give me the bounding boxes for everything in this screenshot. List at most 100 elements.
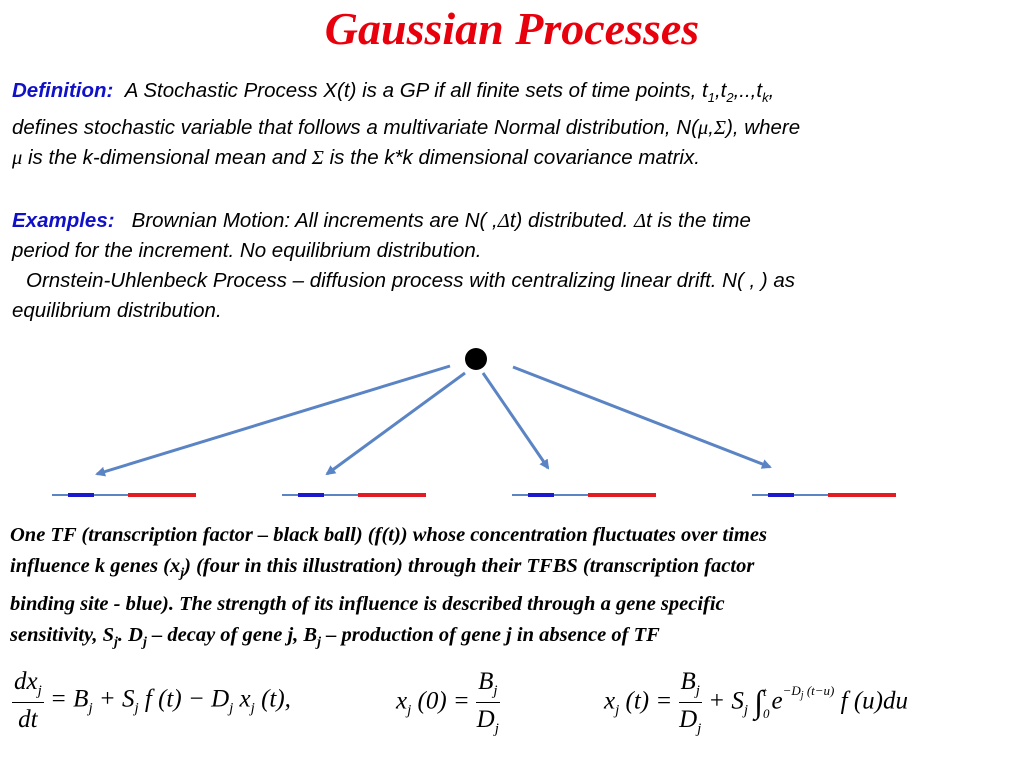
eq-text: e	[771, 687, 783, 715]
sigma-symbol: Σ	[713, 117, 727, 140]
examples-text: t) distributed.	[509, 209, 635, 232]
caption-line-3: binding site - blue). The strength of it…	[10, 593, 725, 616]
eq-subscript: j	[37, 683, 42, 699]
fraction-numerator: Bj	[476, 668, 500, 703]
eq-text: x	[396, 687, 408, 715]
eq-subscript: j	[494, 721, 499, 737]
eq-text: dx	[14, 668, 38, 695]
arrow-to-gene-1	[95, 364, 451, 477]
definition-comma: ,	[768, 79, 775, 102]
caption-subscript: j	[114, 634, 118, 650]
definition-text: A Stochastic Process X(t) is a GP if all…	[124, 79, 708, 102]
caption-line-4: sensitivity, Sj. Dj – decay of gene j, B…	[10, 620, 1010, 659]
t-subscript: 1	[707, 90, 715, 106]
ratio-fraction: Bj Dj	[476, 668, 500, 738]
eq-subscript: j	[250, 700, 255, 717]
delta-symbol: Δ	[634, 210, 647, 232]
examples-text: Brownian Motion: All increments are N( ,	[131, 209, 498, 232]
examples-line-2: period for the increment. No equilibrium…	[12, 239, 482, 262]
eq-subscript: j	[697, 721, 702, 737]
eq-text: (t−u)	[803, 682, 835, 698]
mu-symbol: μ	[697, 117, 709, 140]
eq-text: (t),	[254, 685, 291, 713]
eq-text: + S	[701, 687, 744, 715]
eq-subscript: j	[695, 683, 700, 699]
caption-text: ) (four in this illustration) through th…	[184, 554, 755, 577]
fraction-numerator: dxj	[12, 668, 44, 703]
examples-line-1: Examples: Brownian Motion: All increment…	[12, 206, 1012, 236]
t-separator: ,..,t	[733, 79, 763, 102]
integral-sign: ∫	[754, 683, 764, 720]
eq-text: B	[680, 668, 696, 695]
caption-text: sensitivity, S	[10, 623, 115, 646]
fraction-denominator: Dj	[679, 703, 702, 738]
mu-symbol: μ	[12, 147, 23, 170]
definition-comma: ,	[708, 116, 714, 140]
caption-subscript: j	[142, 634, 147, 650]
caption-line-2: influence k genes (xj) (four in this ill…	[10, 551, 1010, 590]
definition-text: defines stochastic variable that follows…	[12, 116, 698, 140]
definition-paragraph: Definition: A Stochastic Process X(t) is…	[12, 76, 1012, 173]
fraction-denominator: Dj	[476, 703, 499, 738]
arrow-to-gene-2	[325, 371, 466, 476]
definition-line-2: defines stochastic variable that follows…	[12, 113, 1012, 143]
eq-text: = B	[50, 685, 89, 713]
diagram-caption: One TF (transcription factor – black bal…	[10, 520, 1010, 658]
sigma-symbol: Σ	[311, 147, 324, 170]
t-subscript: k	[762, 90, 769, 106]
caption-subscript: j	[317, 634, 321, 650]
caption-text: – production of gene j in absence of TF	[320, 623, 660, 646]
eq-text: B	[478, 668, 494, 695]
eq-subscript: j	[800, 689, 804, 701]
definition-line-1: Definition: A Stochastic Process X(t) is…	[12, 76, 1012, 113]
eq-text: (0) =	[411, 687, 470, 715]
eq-text: x	[233, 685, 251, 713]
eq-text: + S	[92, 685, 135, 713]
delta-symbol: Δ	[497, 210, 510, 232]
eq-text: x	[604, 687, 616, 715]
caption-subscript: j	[180, 565, 185, 581]
exponent: −Dj (t−u)	[782, 682, 835, 701]
derivative-fraction: dxj dt	[12, 668, 44, 734]
ratio-fraction: Bj Dj	[678, 668, 702, 738]
equation-ode: dxj dt = Bj + Sj f (t) − Dj xj (t),	[12, 668, 291, 734]
arrow-to-gene-4	[512, 365, 772, 469]
examples-line-3: Ornstein-Uhlenbeck Process – diffusion p…	[26, 269, 796, 292]
eq-text: D	[679, 706, 698, 733]
tf-arrows	[95, 364, 772, 477]
tf-gene-diagram	[52, 348, 896, 497]
eq-subscript: j	[407, 702, 412, 719]
examples-line-4: equilibrium distribution.	[12, 299, 222, 322]
caption-text: . D	[117, 623, 143, 646]
t-subscript: 2	[726, 90, 734, 106]
eq-subscript: j	[493, 683, 498, 699]
arrow-to-gene-3	[481, 372, 550, 470]
eq-text: D	[476, 706, 495, 733]
eq-text: f (t) − D	[138, 685, 230, 713]
examples-paragraph: Examples: Brownian Motion: All increment…	[12, 206, 1012, 326]
caption-text: – decay of gene j, B	[146, 623, 318, 646]
eq-subscript: j	[229, 700, 234, 717]
definition-text: is the k-dimensional mean and	[22, 146, 312, 170]
slide-title: Gaussian Processes	[324, 3, 700, 54]
definition-line-3: μ is the k-dimensional mean and Σ is the…	[12, 143, 1012, 173]
t-separator: ,t	[714, 79, 727, 102]
integral-upper-limit: t	[763, 684, 767, 699]
fraction-denominator: dt	[18, 706, 38, 733]
eq-text: f (u)du	[834, 687, 908, 715]
eq-text: (t) =	[619, 687, 673, 715]
eq-subscript: j	[743, 702, 748, 719]
caption-line-1: One TF (transcription factor – black bal…	[10, 524, 767, 546]
fraction-numerator: Bj	[678, 668, 702, 703]
definition-text: ), where	[726, 116, 801, 140]
examples-label: Examples:	[12, 209, 115, 232]
caption-text: influence k genes (x	[10, 554, 181, 577]
eq-text: −D	[782, 682, 801, 698]
equation-initial-condition: xj (0) = Bj Dj	[396, 668, 500, 738]
examples-text: t is the time	[646, 209, 751, 232]
definition-label: Definition:	[12, 79, 114, 102]
eq-subscript: j	[134, 700, 139, 717]
eq-subscript: j	[88, 700, 93, 717]
